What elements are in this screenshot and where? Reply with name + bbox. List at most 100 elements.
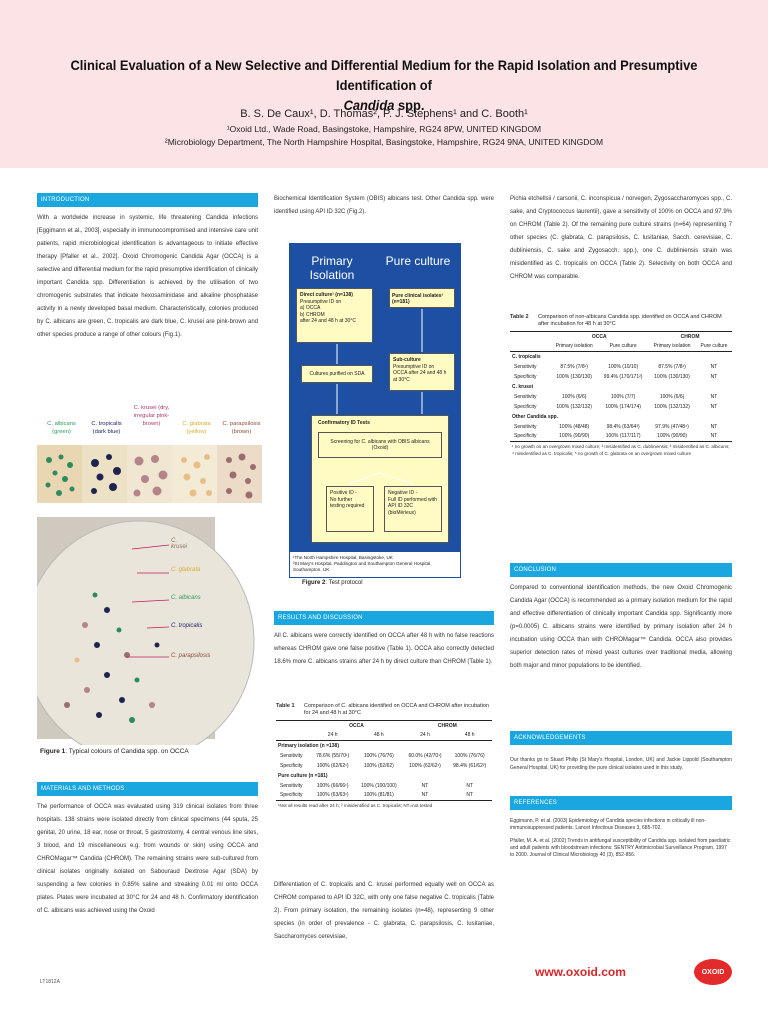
table2-cell: 100% (90/90) [657,433,688,440]
table2-group-row: C. krusei [510,382,732,392]
table2-cell: 100% (10/10) [608,363,639,370]
table1-row-label: Specificity [280,792,303,799]
table-1: Table 1 Comparison of C. albicans identi… [276,703,492,811]
table1-col-header: OCCA [349,722,364,729]
column-2-top: Biochemical Identification System (OBIS)… [274,193,494,219]
table1-cell: 100% (62/62¹) [316,762,349,769]
table1-cell: 100% (66/66¹) [316,782,349,789]
table1-row: Sensitivity 78.6% (55/70¹) 100% (76/76) 60.… [276,751,492,761]
col2-bottom-text: Differentiation of C. tropicalis and C. … [274,882,494,940]
ref-1: Eggimann, P. et al. (2003) Epidemiology … [510,818,706,831]
plate-label-albicans: C. albicans [171,595,201,601]
figure-2-flowchart: Primary Isolation Pure culture Direct cu… [289,243,461,578]
flow-cultures-box: Cultures purified on SDA [301,365,373,383]
colonies-parapsilosis [226,453,256,499]
plate-label-glabrata: C. glabrata [171,567,201,573]
table1-subheader: 48 h [373,732,384,739]
plate-label-tropicalis: C. tropicalis [171,623,203,629]
flow-direct-l4: after 24 and 48 h at 30°C [300,318,356,324]
table2-row-label: Specificity [514,403,537,410]
table1-row-label: Sensitivity [280,752,303,759]
poster-title: Clinical Evaluation of a New Selective a… [68,55,701,115]
flow-neg-l3: API ID 32C (bioMérieux) [388,503,416,516]
table1-group-row: Primary isolation (n =138) [276,741,492,751]
fig2-caption-text: : Test protocol [325,580,363,586]
label-krusei: C. krusei (dry, irregular pink-brown) [133,405,170,427]
intro-text: With a worldwide increase in systemic, l… [37,215,259,338]
flow-pure: Pure culture [385,254,451,268]
flow-sub-l2: OCCA after 24 and 48 h at 30°C [393,370,447,383]
flow-sub-title: Sub-culture [393,357,421,363]
ack-heading: ACKNOWLEDGEMENTS [510,731,732,745]
figure-1-image [37,445,262,745]
table2-subheader: Primary isolation [653,343,691,350]
flow-confirm-box: Confirmatory ID Tests Screening for C. a… [311,415,449,543]
table2-group-row: Other Candida spp. [510,412,732,422]
table2-cell: 100% (117/117) [605,433,641,440]
table1-cell: 100% (76/76) [363,752,394,759]
conclusion-text: Compared to conventional identification … [510,585,732,669]
flow-pos-l2: No further [330,496,353,503]
column-1: INTRODUCTION With a worldwide increase i… [37,193,258,342]
conclusion-heading: CONCLUSION [510,563,732,577]
table2-group-name: Other Candida spp. [512,413,559,420]
mixed-colonies [64,592,160,723]
table1-corner-2 [276,731,310,741]
title-italic: Candida [343,97,395,113]
flow-primary: Primary Isolation [309,254,355,282]
flow-sub-l1: Presumptive ID on [393,363,435,370]
flow-pure-box: Pure clinical isolates² (n=181) [389,288,455,308]
table2-cell: 99.4% (170/171²) [603,373,643,380]
refs-section: REFERENCES Eggimann, P. et al. (2003) Ep… [510,796,732,859]
table2-cell: NT [710,363,718,370]
flow-subculture-box: Sub-culture Presumptive ID on OCCA after… [389,353,455,391]
flow-foot-1: ¹The North Hampshire Hospital, Basingsto… [293,555,393,560]
flow-foot-2: ²St Mary's Hospital, Paddington and Sout… [293,561,432,572]
table1-cell: 60.0% (42/70¹) [408,752,442,759]
petri-dish [37,520,255,745]
refs-heading: REFERENCES [510,796,732,810]
table-1-caption: Table 1 Comparison of C. albicans identi… [276,703,492,717]
table2-note: ¹ no growth on an overgrown mixed cultur… [512,444,730,456]
table1-cell: 100% (76/76) [454,752,485,759]
table2-cell: 100% (130/130) [654,373,690,380]
flow-direct-l2: a) OCCA [300,305,321,311]
flow-direct-title: Direct culture¹ (n=138) [300,292,353,298]
table2-row-label: Sensitivity [514,363,537,370]
column-2-bottom: Differentiation of C. tropicalis and C. … [274,879,494,944]
flow-pos-l3: testing required [330,503,365,509]
affiliation-2: ²Microbiology Department, The North Hamp… [164,137,604,147]
colonies-krusei [133,455,168,497]
table1-row-label: Specificity [280,762,303,769]
intro-heading: INTRODUCTION [37,193,258,207]
table1-cell: 100% (62/62¹) [409,762,441,769]
table1-cell: 100% (81/81) [363,792,394,799]
affiliation-1: ¹Oxoid Ltd., Wade Road, Basingstoke, Ham… [226,124,542,134]
flow-pos-l1: Positive ID - [330,490,357,496]
table1-group-row: Pure culture (n =181) [276,771,492,781]
label-tropicalis: C. tropicalis (dark blue) [91,421,122,435]
title-rest: spp. [394,97,425,113]
materials-text: The performance of OCCA was evaluated us… [37,804,258,914]
plate-label-krusei: C. krusei [171,538,188,550]
ack-section: ACKNOWLEDGEMENTS Our thanks go to Stuart… [510,731,732,772]
results-section: RESULTS AND DISCUSSION All C. albicans w… [274,611,494,669]
table1-cell: 78.6% (55/70¹) [316,752,350,759]
footer-url[interactable]: www.oxoid.com [535,965,626,979]
flow-footnotes: ¹The North Hampshire Hospital, Basingsto… [289,551,461,578]
table1-cell: 100% (62/62) [363,762,394,769]
flow-neg-l2: Full ID performed with [388,496,437,503]
table1-cell: NT [466,782,473,789]
table1-cell: 98.4% (61/62²) [453,762,487,769]
table-2: Table 2 Comparison of non-albicans Candi… [510,314,732,458]
table1-corner [276,721,310,731]
fig1-caption-label: Figure 1 [40,748,66,755]
table2-row-label: Specificity [514,433,537,440]
